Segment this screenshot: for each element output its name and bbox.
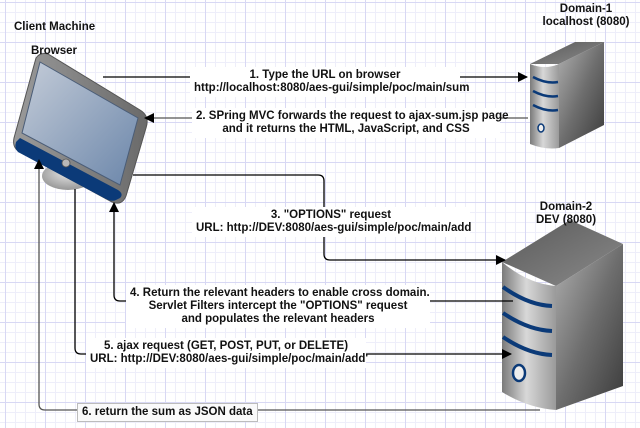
step-3-title: 3. "OPTIONS" request — [270, 209, 392, 221]
step-3-label: 3. "OPTIONS" request URL: http://DEV:808… — [192, 207, 472, 237]
arrow-step-4 — [109, 202, 513, 302]
monitor-power-button — [61, 158, 71, 168]
domain1-name: Domain-1 — [559, 3, 613, 15]
step-4-detail-1: Servlet Filters intercept the "OPTIONS" … — [148, 300, 408, 312]
domain2-name: Domain-2 — [539, 201, 593, 213]
client-machine-title: Client Machine — [14, 21, 96, 33]
step-4-detail-2: and populates the relevant headers — [181, 313, 375, 325]
monitor-base-strip — [15, 138, 122, 201]
server-domain1-icon — [530, 42, 604, 149]
step-6-title: 6. return the sum as JSON data — [82, 406, 253, 418]
step-2-label: 2. SPring MVC forwards the request to aj… — [192, 108, 509, 138]
step-5-url: URL: http://DEV:8080/aes-gui/simple/poc/… — [90, 353, 369, 365]
arrow-step-5 — [74, 189, 512, 359]
step-6-label: 6. return the sum as JSON data — [77, 403, 258, 422]
step-5-label: 5. ajax request (GET, POST, PUT, or DELE… — [86, 338, 369, 368]
domain2-host: DEV (8080) — [535, 214, 597, 226]
step-4-label: 4. Return the relevant headers to enable… — [126, 285, 430, 328]
step-1-title: 1. Type the URL on browser — [249, 69, 401, 81]
server-domain2-icon — [501, 220, 623, 410]
domain2-label: Domain-2 DEV (8080) — [528, 201, 604, 227]
monitor-screen — [21, 61, 139, 186]
step-4-title: 4. Return the relevant headers to enable… — [130, 287, 430, 299]
step-2-title: 2. SPring MVC forwards the request to aj… — [196, 110, 509, 122]
step-1-url: http://localhost:8080/aes-gui/simple/poc… — [194, 82, 470, 94]
step-5-title: 5. ajax request (GET, POST, PUT, or DELE… — [103, 340, 349, 352]
domain1-host: localhost (8080) — [542, 16, 630, 28]
step-1-label: 1. Type the URL on browser http://localh… — [190, 67, 470, 97]
arrow-step-6 — [34, 159, 540, 411]
browser-label: Browser — [31, 45, 78, 57]
monitor-icon — [13, 53, 148, 204]
step-2-detail: and it returns the HTML, JavaScript, and… — [222, 123, 470, 135]
domain1-label: Domain-1 localhost (8080) — [538, 3, 634, 29]
step-3-url: URL: http://DEV:8080/aes-gui/simple/poc/… — [196, 222, 472, 234]
